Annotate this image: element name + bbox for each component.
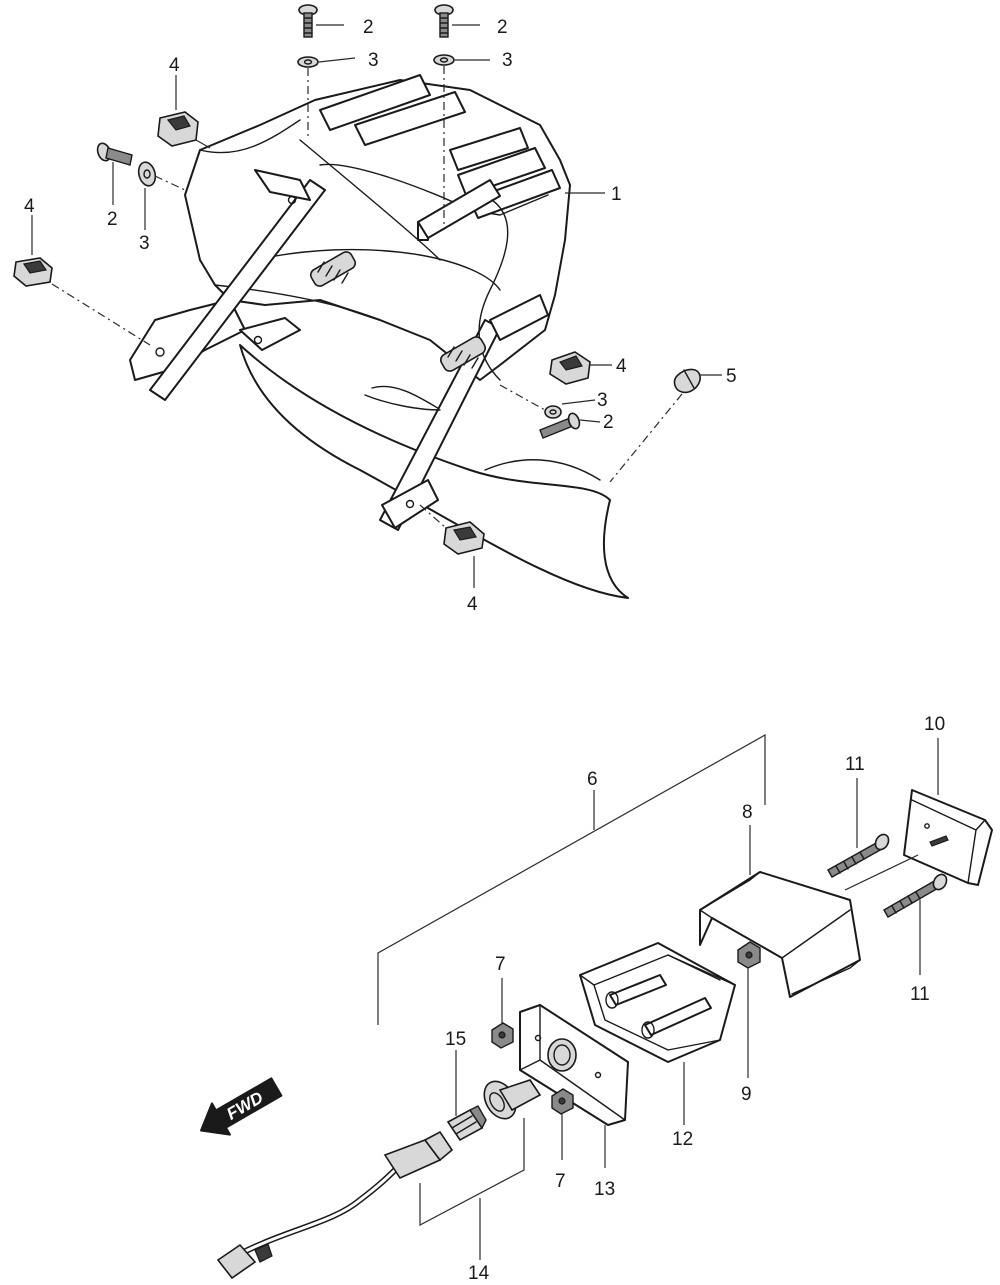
lamp-housing-12 bbox=[579, 942, 736, 1063]
wiring-harness-14 bbox=[216, 1130, 454, 1280]
bolt-top-right bbox=[434, 4, 454, 38]
callout-6: 6 bbox=[587, 769, 598, 790]
nut-clip-right bbox=[549, 351, 591, 385]
callout-4-top-left: 4 bbox=[169, 55, 180, 76]
nut-clip-bottom bbox=[443, 521, 485, 555]
grommet-1 bbox=[309, 251, 357, 287]
callout-3-right: 3 bbox=[597, 390, 608, 411]
nut-clip-far-left bbox=[13, 257, 53, 287]
callout-14: 14 bbox=[468, 1263, 490, 1284]
callout-13: 13 bbox=[594, 1179, 615, 1200]
nut-clip-top-left bbox=[157, 111, 199, 147]
washer-top-right bbox=[433, 54, 455, 66]
bolt-left bbox=[96, 142, 133, 166]
callout-4-bottom: 4 bbox=[467, 594, 478, 615]
callout-2-left: 2 bbox=[107, 209, 118, 230]
callout-5: 5 bbox=[726, 366, 737, 387]
lens-plate-13 bbox=[519, 1004, 629, 1126]
screw-11-upper bbox=[827, 833, 890, 878]
callout-11-upper: 11 bbox=[845, 754, 865, 775]
light-cover-8 bbox=[699, 871, 861, 998]
callout-2-right: 2 bbox=[603, 412, 614, 433]
wire-harness bbox=[478, 199, 509, 381]
bulb-socket-14 bbox=[483, 1079, 542, 1120]
bulb-15 bbox=[446, 1105, 487, 1142]
nut-7-upper bbox=[491, 1022, 514, 1049]
callout-15: 15 bbox=[445, 1029, 466, 1050]
callout-2-top-left: 2 bbox=[363, 17, 374, 38]
washer-left bbox=[137, 161, 157, 187]
callout-3-top-right: 3 bbox=[502, 50, 513, 71]
callout-12: 12 bbox=[672, 1129, 693, 1150]
nut-7-lower bbox=[551, 1088, 574, 1115]
nut-9 bbox=[737, 941, 761, 969]
callout-2-top-right: 2 bbox=[497, 17, 508, 38]
washer-right bbox=[544, 405, 562, 419]
bolt-right bbox=[539, 412, 581, 439]
grommet-2 bbox=[439, 336, 487, 372]
callout-4-right: 4 bbox=[616, 356, 627, 377]
group-bracket-6 bbox=[377, 733, 766, 1025]
callout-3-top-left: 3 bbox=[368, 50, 379, 71]
left-fender-stay bbox=[149, 179, 326, 401]
callout-11-lower: 11 bbox=[910, 984, 930, 1005]
reflector-5 bbox=[673, 368, 701, 394]
washer-top-left bbox=[297, 56, 319, 68]
screw-11-lower bbox=[883, 873, 948, 918]
reflector-plate-10 bbox=[903, 789, 993, 886]
callout-8: 8 bbox=[742, 802, 753, 823]
rear-fender-assembly bbox=[129, 74, 629, 599]
bolt-top-left bbox=[298, 4, 318, 38]
callout-3-left: 3 bbox=[139, 233, 150, 254]
callout-1: 1 bbox=[611, 184, 622, 205]
callout-9: 9 bbox=[741, 1084, 752, 1105]
callout-7-upper: 7 bbox=[495, 954, 506, 975]
callout-7-lower: 7 bbox=[555, 1171, 566, 1192]
fwd-arrow-icon: FWD bbox=[200, 1077, 283, 1136]
callout-10: 10 bbox=[924, 714, 945, 735]
rear-hugger bbox=[239, 344, 629, 599]
callout-4-far-left: 4 bbox=[24, 196, 35, 217]
